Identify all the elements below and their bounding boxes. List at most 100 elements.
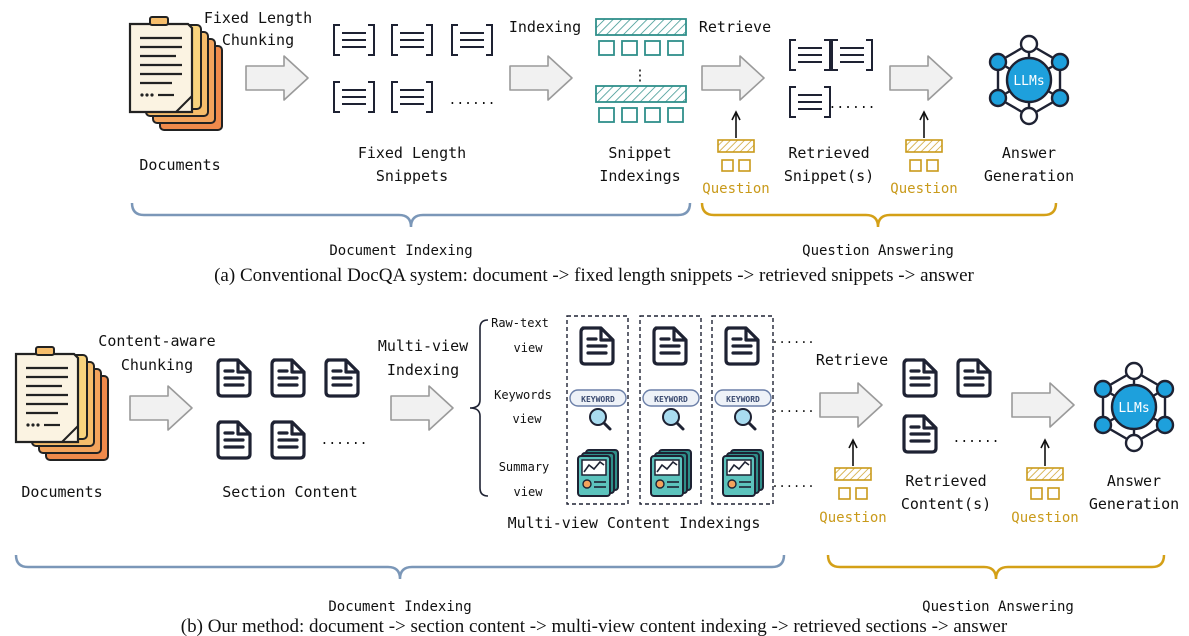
multiview-arrow-icon — [390, 385, 454, 431]
rawtext-view-line1: Raw-text — [491, 316, 549, 330]
retrieve-arrow-icon — [701, 55, 765, 101]
section-doc-icon — [270, 358, 306, 398]
document-indexing-label: Document Indexing — [328, 599, 471, 615]
snippet-icon — [333, 81, 375, 113]
chunking-label-line1: Fixed Length — [204, 9, 312, 27]
snippets-label-line1: Fixed Length — [358, 144, 466, 162]
documents-stack-icon — [128, 15, 224, 132]
retrieved-doc-icon — [956, 358, 992, 398]
multiview-indexing-line2: Indexing — [387, 361, 459, 379]
section-doc-icon — [216, 358, 252, 398]
llm-label: LLMs — [1013, 74, 1044, 89]
question-label: Question — [702, 181, 769, 197]
retrieved-ellipsis: ...... — [953, 431, 1000, 446]
question-icon — [1026, 439, 1064, 500]
question-label: Question — [819, 510, 886, 526]
keyword-tag: KEYWORD — [726, 395, 760, 404]
retrieved-content-line1: Retrieved — [905, 472, 986, 490]
indexing-arrow-icon — [509, 55, 573, 101]
views-brace — [469, 319, 489, 497]
snippet-icon — [333, 24, 375, 56]
section-content-label: Section Content — [222, 483, 357, 501]
question-answering-label: Question Answering — [802, 243, 954, 259]
snippet-index-row-icon — [595, 85, 687, 123]
question-answering-brace — [700, 202, 1058, 228]
section-ellipsis: ...... — [321, 433, 368, 448]
panel-b: Documents Content-aware Chunking ...... … — [14, 315, 1179, 636]
caption-a: (a) Conventional DocQA system: document … — [214, 265, 974, 286]
rawtext-doc-icon — [652, 326, 688, 366]
summary-report-icon — [577, 449, 619, 497]
chunking-label-line1: Content-aware — [98, 332, 215, 350]
rawtext-doc-icon — [724, 326, 760, 366]
snippet-indexings-line1: Snippet — [608, 144, 671, 162]
answer-label-line1: Answer — [1002, 144, 1056, 162]
snippet-icon — [391, 81, 433, 113]
chunking-label-line2: Chunking — [121, 356, 193, 374]
llm-label: LLMs — [1118, 401, 1149, 416]
summary-ellipsis: ...... — [771, 476, 814, 490]
snippets-ellipsis: ...... — [449, 93, 496, 108]
chunking-arrow-icon — [245, 55, 309, 101]
summary-report-icon — [650, 449, 692, 497]
document-indexing-brace — [14, 554, 786, 580]
chunking-label-line2: Chunking — [222, 31, 294, 49]
section-doc-icon — [324, 358, 360, 398]
question-icon — [905, 111, 943, 172]
retrieved-snippet-icon — [789, 86, 831, 118]
multiview-content-label: Multi-view Content Indexings — [508, 514, 761, 532]
section-doc-icon — [270, 420, 306, 460]
answer-arrow-icon — [1011, 382, 1075, 428]
question-answering-brace — [826, 554, 1166, 580]
indexing-label: Indexing — [509, 18, 581, 36]
multiview-indexing-line1: Multi-view — [378, 337, 469, 355]
rawtext-doc-icon — [579, 326, 615, 366]
question-label: Question — [890, 181, 957, 197]
retrieved-content-line2: Content(s) — [901, 495, 991, 513]
answer-label-line2: Generation — [1089, 495, 1179, 513]
panel-a: Documents Fixed Length Chunking ...... F… — [128, 9, 1074, 286]
view-column — [639, 315, 702, 505]
rawtext-view-line2: view — [514, 341, 544, 355]
retrieved-snippet-icon — [831, 39, 873, 71]
index-vdots: ⋮ — [633, 66, 648, 84]
view-column — [711, 315, 774, 505]
answer-arrow-icon — [889, 55, 953, 101]
documents-label: Documents — [21, 483, 102, 501]
summary-view-line2: view — [514, 485, 544, 499]
document-indexing-label: Document Indexing — [329, 243, 472, 259]
retrieved-label-line1: Retrieved — [788, 144, 869, 162]
keyword-tag: KEYWORD — [581, 395, 615, 404]
keywords-ellipsis: ...... — [771, 401, 814, 415]
snippet-icon — [391, 24, 433, 56]
keywords-view-line2: view — [513, 412, 543, 426]
summary-view-line1: Summary — [499, 460, 550, 474]
answer-label-line1: Answer — [1107, 472, 1161, 490]
retrieved-doc-icon — [902, 414, 938, 454]
documents-stack-icon — [14, 345, 110, 462]
question-icon — [717, 111, 755, 172]
document-indexing-brace — [130, 202, 692, 228]
caption-b: (b) Our method: document -> section cont… — [181, 616, 1008, 636]
question-icon — [834, 439, 872, 500]
retrieved-ellipsis: ...... — [829, 97, 876, 112]
retrieve-label: Retrieve — [699, 18, 771, 36]
snippet-index-row-icon — [595, 18, 687, 56]
snippet-icon — [451, 24, 493, 56]
retrieved-doc-icon — [902, 358, 938, 398]
snippet-indexings-line2: Indexings — [599, 167, 680, 185]
view-column — [566, 315, 629, 505]
question-label: Question — [1011, 510, 1078, 526]
answer-label-line2: Generation — [984, 167, 1074, 185]
question-answering-label: Question Answering — [922, 599, 1074, 615]
retrieve-label: Retrieve — [816, 351, 888, 369]
chunking-arrow-icon — [129, 385, 193, 431]
retrieved-label-line2: Snippet(s) — [784, 167, 874, 185]
snippets-label-line2: Snippets — [376, 167, 448, 185]
section-doc-icon — [216, 420, 252, 460]
keyword-tag: KEYWORD — [654, 395, 688, 404]
rawtext-ellipsis: ...... — [771, 332, 814, 346]
keywords-view-line1: Keywords — [494, 388, 552, 402]
retrieved-snippet-icon — [789, 39, 831, 71]
